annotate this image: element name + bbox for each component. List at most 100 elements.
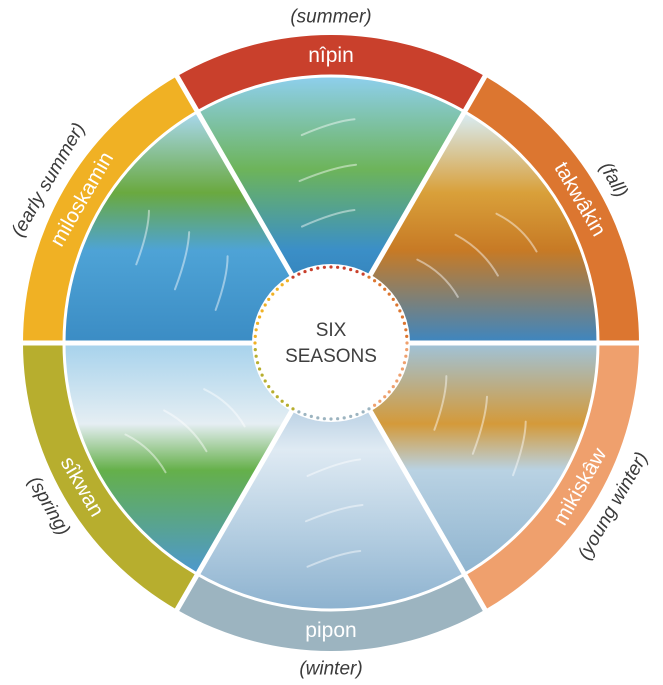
center-dot xyxy=(402,321,407,325)
center-dot xyxy=(336,265,340,269)
center-dot xyxy=(255,321,260,325)
center-dot xyxy=(260,309,264,313)
center-dot xyxy=(361,272,365,276)
river-wave xyxy=(454,233,499,277)
center-dot xyxy=(342,416,346,420)
season-name-winter: pipon xyxy=(305,619,356,642)
center-dot xyxy=(378,283,382,287)
center-dot xyxy=(367,275,371,279)
center-dot xyxy=(309,267,313,272)
river-wave xyxy=(416,258,459,298)
center-dot xyxy=(271,390,275,394)
center-dot xyxy=(395,379,399,383)
center-dot xyxy=(342,266,346,270)
fall-river-scene xyxy=(331,111,598,344)
center-dot xyxy=(355,269,359,274)
center-dot xyxy=(303,269,307,274)
center-badge: SIX SEASONS xyxy=(252,264,410,422)
center-dot xyxy=(405,341,409,345)
center-dot xyxy=(329,265,333,269)
center-dot xyxy=(404,354,408,358)
center-dot xyxy=(329,417,333,421)
center-dot xyxy=(280,399,284,403)
young-winter-river-scene xyxy=(331,343,598,575)
center-dot xyxy=(285,403,290,407)
season-band-winter xyxy=(177,574,485,652)
center-dot xyxy=(405,348,409,352)
center-dot xyxy=(372,279,377,283)
center-dot xyxy=(297,410,301,414)
center-dot xyxy=(404,328,408,332)
center-dot xyxy=(280,283,284,287)
center-dot xyxy=(391,297,395,302)
center-dot xyxy=(291,407,295,411)
season-band-summer xyxy=(177,34,485,112)
river-wave xyxy=(306,458,362,477)
river-wave xyxy=(135,209,150,266)
center-dot xyxy=(267,384,271,389)
river-wave xyxy=(214,255,229,311)
season-translation-summer: (summer) xyxy=(290,7,371,28)
center-dot xyxy=(309,414,313,419)
center-dot xyxy=(322,265,326,269)
center-dot xyxy=(303,412,307,417)
center-dot xyxy=(361,410,365,414)
river-wave xyxy=(298,163,358,183)
center-dot xyxy=(257,367,262,371)
river-wave xyxy=(471,395,489,455)
center-title-line-2: SEASONS xyxy=(285,346,377,367)
center-dot xyxy=(378,399,382,403)
center-dot xyxy=(400,315,405,319)
center-dot xyxy=(263,303,267,307)
summer-river-scene xyxy=(197,75,465,343)
center-dot xyxy=(285,279,290,283)
center-dot xyxy=(336,417,340,421)
inner-ring-edge xyxy=(62,74,600,612)
center-dot xyxy=(257,315,262,319)
center-title-line-1: SIX xyxy=(316,320,347,341)
center-dot xyxy=(322,417,326,421)
river-wave xyxy=(304,503,364,523)
season-name-summer: nîpin xyxy=(308,44,354,67)
center-dot xyxy=(271,292,275,296)
center-dot xyxy=(372,403,377,407)
center-dot xyxy=(395,303,399,307)
center-dot xyxy=(402,361,407,365)
center-dot xyxy=(405,334,409,338)
spring-river-scene xyxy=(64,343,331,575)
center-dot xyxy=(400,367,405,371)
center-dot xyxy=(275,395,279,399)
center-dot xyxy=(291,275,295,279)
center-dot xyxy=(383,395,387,399)
center-dot xyxy=(267,297,271,302)
river-wave xyxy=(300,209,356,228)
center-dot xyxy=(254,354,258,358)
river-wave xyxy=(203,388,246,428)
center-dot xyxy=(253,341,257,345)
center-dot xyxy=(387,390,391,394)
river-wave xyxy=(306,549,362,568)
center-dot xyxy=(254,328,258,332)
center-dot xyxy=(387,292,391,296)
center-dot xyxy=(349,267,353,272)
center-dot xyxy=(316,266,320,270)
river-wave xyxy=(124,433,167,474)
center-dot xyxy=(253,348,257,352)
center-dot xyxy=(398,373,402,377)
river-wave xyxy=(512,420,527,477)
center-dotted-ring xyxy=(253,265,409,421)
center-dot xyxy=(367,407,371,411)
river-wave xyxy=(300,118,356,137)
river-wave xyxy=(163,409,208,453)
center-circle xyxy=(252,264,410,422)
center-dot xyxy=(316,416,320,420)
winter-river-scene xyxy=(197,343,465,610)
center-dot xyxy=(349,414,353,419)
center-dot xyxy=(275,287,279,291)
center-dot xyxy=(355,412,359,417)
river-wave xyxy=(433,375,448,431)
center-dot xyxy=(391,384,395,389)
center-dot xyxy=(383,287,387,291)
river-wave xyxy=(495,212,538,253)
